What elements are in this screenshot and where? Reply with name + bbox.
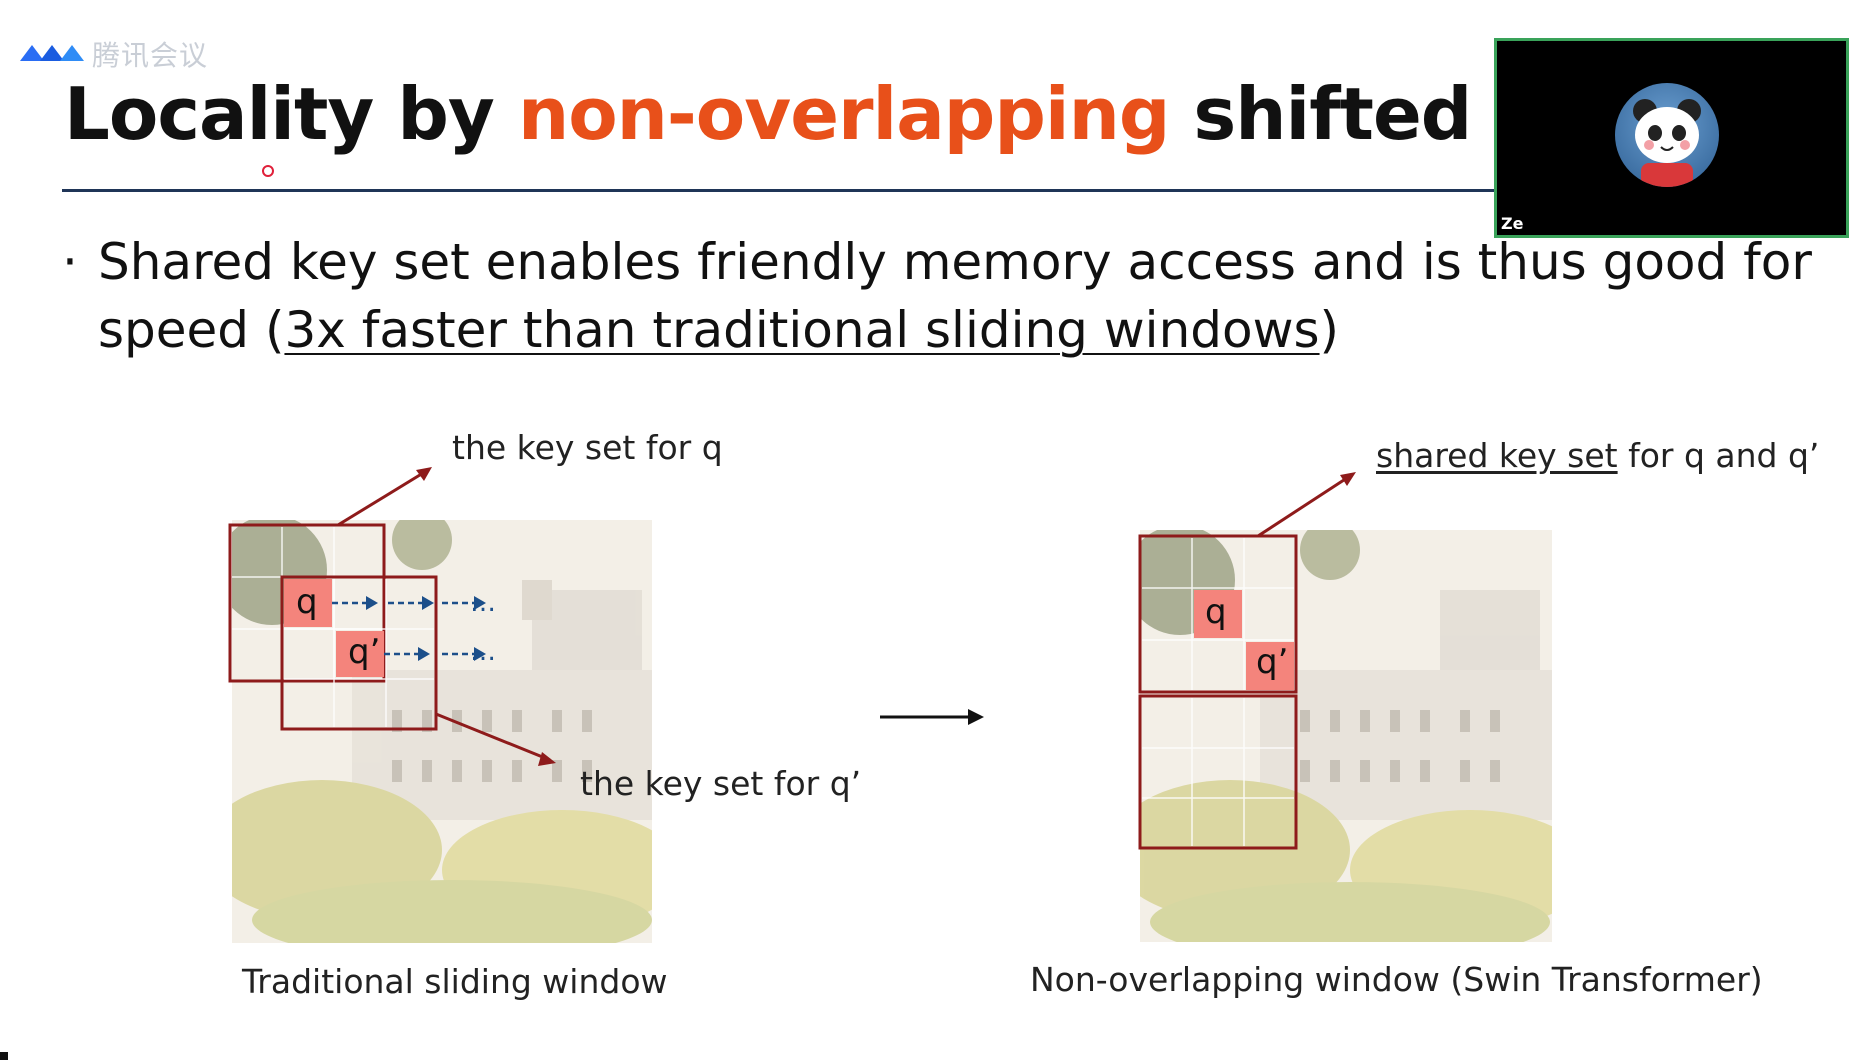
caption-traditional: Traditional sliding window — [242, 962, 668, 1001]
avatar — [1615, 83, 1719, 187]
participant-video-tile[interactable]: Ze — [1494, 38, 1849, 238]
bullet-text: Shared key set enables friendly memory a… — [98, 228, 1818, 364]
title-divider — [62, 189, 1502, 192]
cell-label-q: q — [296, 582, 318, 622]
title-highlight: non-overlapping — [518, 72, 1169, 156]
tencent-meeting-logo-icon — [18, 39, 86, 69]
cell-label-q2: q’ — [348, 632, 380, 672]
laser-pointer-icon — [262, 165, 274, 177]
app-name: 腾讯会议 — [92, 34, 208, 74]
app-logo: 腾讯会议 — [18, 34, 208, 74]
speaker-name: Ze — [1501, 214, 1523, 233]
corner-mark — [0, 1052, 8, 1060]
shared-window-bottom — [1140, 696, 1296, 848]
label-shared-key-set: shared key set for q and q’ — [1376, 436, 1819, 475]
label-shared-underlined: shared key set — [1376, 436, 1618, 475]
label-key-set-q2: the key set for q’ — [580, 764, 861, 803]
bullet-marker: · — [62, 228, 78, 296]
cell-label-q2-right: q’ — [1256, 642, 1288, 682]
ellipsis-row-2: … — [470, 637, 496, 667]
bullet-underlined: 3x faster than traditional sliding windo… — [284, 301, 1319, 359]
panda-avatar-icon — [1615, 83, 1719, 187]
title-part-1: Locality by — [64, 72, 518, 156]
caption-swin: Non-overlapping window (Swin Transformer… — [1030, 960, 1763, 999]
label-shared-rest: for q and q’ — [1618, 436, 1820, 475]
right-diagram-overlay — [1130, 440, 1850, 860]
transition-arrow-icon — [878, 702, 990, 732]
label-key-set-q: the key set for q — [452, 428, 723, 467]
cell-label-q-right: q — [1205, 592, 1227, 632]
ellipsis-row-1: … — [470, 588, 496, 618]
bullet-text-after: ) — [1320, 301, 1340, 359]
